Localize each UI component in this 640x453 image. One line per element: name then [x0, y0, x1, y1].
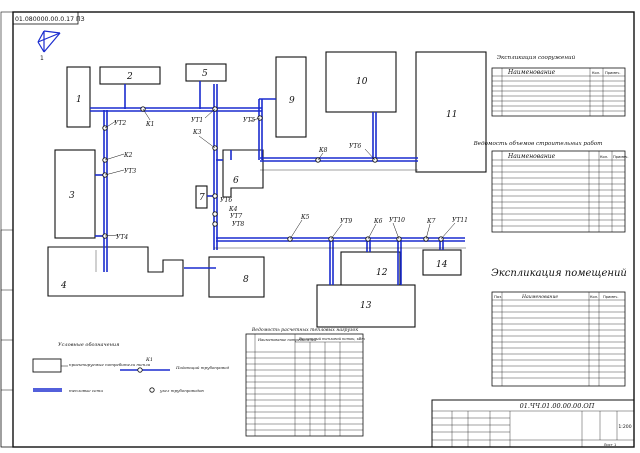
building-13-label: 13 — [360, 301, 372, 311]
building-3-label: 3 — [69, 191, 75, 201]
node-ut9: УТ9 — [340, 218, 352, 225]
node-k3: К3 — [192, 129, 202, 136]
compass-icon — [37, 30, 61, 53]
building-3 — [54, 149, 96, 239]
title-block: 01.ЧЧ.01.00.00.00.ОП 1:200 Лист 1 — [431, 399, 635, 448]
legend-item-node: узел трубопроводов — [159, 388, 204, 393]
table-structures-title: Экспликация сооружений — [497, 55, 576, 61]
node-k6: К6 — [373, 218, 383, 225]
table-rooms-title: Экспликация помещений — [491, 268, 627, 279]
side-stamp — [0, 229, 14, 448]
table-works-title: Ведомость объемов строительных работ — [473, 140, 603, 147]
building-12 — [340, 251, 401, 291]
node-k2: К2 — [123, 152, 133, 159]
legend-node-mark: К1 — [145, 357, 153, 363]
building-2-label: 2 — [126, 72, 133, 82]
node-k1: К1 — [145, 121, 154, 128]
node-ut4: УТ4 — [116, 234, 128, 241]
table-rooms: Экспликация помещений Поз. Наименование … — [491, 268, 627, 387]
node-ut8: УТ8 — [232, 221, 244, 228]
svg-text:1: 1 — [40, 55, 44, 62]
table-rooms-col-qty: Кол. — [590, 295, 598, 299]
building-1 — [66, 66, 91, 128]
building-9-label: 9 — [289, 96, 295, 106]
building-6 — [222, 149, 264, 198]
top-stamp-code: 01.080000.00.0.17 ПЗ — [15, 16, 85, 23]
building-7 — [195, 185, 208, 209]
legend-building-swatch — [32, 358, 62, 373]
node-k4: К4 — [228, 206, 238, 213]
building-8-label: 8 — [243, 275, 249, 285]
legend-node-swatch — [149, 387, 155, 393]
building-14 — [422, 249, 462, 276]
buildings — [47, 51, 487, 328]
building-2 — [99, 66, 161, 85]
table-structures-col-qty: Кол. — [592, 71, 600, 75]
building-8 — [208, 256, 265, 298]
table-rooms-col-name: Наименование — [521, 294, 558, 300]
node-ut6-b: УТ6 — [349, 143, 361, 150]
building-1-label: 1 — [76, 95, 82, 105]
table-rooms-col-num: Поз. — [494, 294, 502, 299]
table-heat-loads-col-name: Наименование потребителей — [257, 338, 317, 342]
building-4 — [47, 246, 184, 297]
table-heat-loads-col-group: Расчетный тепловой поток, кВт — [298, 337, 365, 341]
legend-title: Условные обозначения — [58, 341, 119, 348]
building-6-label: 6 — [233, 176, 239, 186]
top-stamp — [12, 11, 79, 25]
table-heat-loads-title: Ведомость расчетных тепловых нагрузок — [251, 327, 358, 333]
building-10-label: 10 — [356, 77, 368, 87]
node-ut2: УТ2 — [114, 120, 126, 127]
table-structures: Экспликация сооружений Наименование Кол.… — [491, 55, 626, 117]
node-ut6: УТ6 — [220, 197, 232, 204]
node-k7: К7 — [426, 218, 436, 225]
building-10 — [325, 51, 397, 113]
building-4-label: 4 — [60, 281, 67, 291]
building-11-label: 11 — [446, 110, 457, 120]
node-ut1: УТ1 — [191, 117, 203, 124]
table-works-col-name: Наименование — [507, 153, 556, 160]
table-structures-col-note: Примеч. — [605, 71, 621, 75]
building-12-label: 12 — [376, 268, 388, 278]
table-structures-col-name: Наименование — [507, 69, 556, 76]
title-block-scale: 1:200 — [618, 424, 631, 430]
node-ut3: УТ3 — [124, 168, 136, 175]
node-k5: К5 — [300, 214, 310, 221]
building-11 — [415, 51, 487, 173]
table-heat-loads: Ведомость расчетных тепловых нагрузок На… — [245, 327, 365, 437]
table-works-col-note: Примеч. — [613, 155, 629, 159]
legend-item-network: тепловые сети — [69, 388, 103, 393]
node-ut5: УТ5 — [243, 117, 255, 124]
node-ut11: УТ11 — [452, 217, 468, 224]
pipe-nodes — [102, 106, 444, 242]
table-rooms-col-note: Примеч. — [603, 295, 619, 299]
table-works-col-qty: Кол. — [600, 155, 608, 159]
node-k8: К8 — [318, 147, 328, 154]
node-ut10: УТ10 — [389, 217, 405, 224]
building-9 — [275, 56, 307, 138]
legend-item-consumers: проектируемые потребители тепла — [69, 362, 151, 367]
binding-strip — [0, 11, 14, 448]
building-7-label: 7 — [199, 193, 205, 203]
legend: Условные обозначения проектируемые потре… — [32, 341, 230, 393]
title-block-code: 01.ЧЧ.01.00.00.00.ОП — [520, 402, 595, 410]
legend-item-supply: Подающий трубопровод — [175, 365, 230, 370]
building-14-label: 14 — [436, 260, 448, 270]
building-5-label: 5 — [202, 69, 208, 79]
node-ut7: УТ7 — [230, 213, 242, 220]
table-works: Ведомость объемов строительных работ Наи… — [473, 140, 629, 233]
title-block-sheet: Лист 1 — [604, 443, 617, 447]
building-5 — [185, 63, 227, 82]
building-13 — [316, 284, 416, 328]
